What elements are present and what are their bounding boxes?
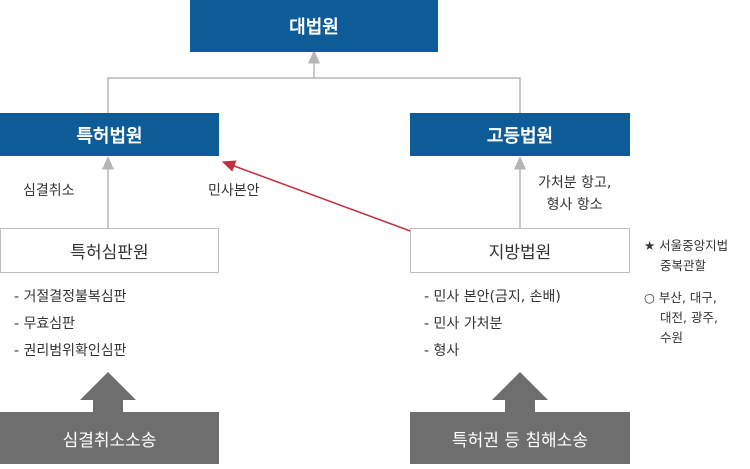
regional-courts-note-line1: ○ 부산, 대구, [644,290,717,305]
high-court-node: 고등법원 [410,113,630,156]
high-appeal-label: 가처분 항고, 형사 항소 [538,172,611,216]
list-item: - 무효심판 [14,316,76,332]
infringement-suit-node: 특허권 등 침해소송 [410,412,630,464]
high-appeal-label-line2: 형사 항소 [546,197,603,213]
patent-tribunal-node: 특허심판원 [0,228,219,273]
district-court-node: 지방법원 [410,228,630,273]
list-item: - 거절결정불복심판 [14,289,127,305]
high-appeal-label-line1: 가처분 항고, [538,175,612,191]
patent-court-node: 특허법원 [0,113,219,156]
trial-suit-up-arrow [80,372,136,412]
trial-suit-node: 심결취소소송 [0,412,219,464]
regional-courts-note: ○ 부산, 대구, 대전, 광주, 수원 [644,288,718,348]
list-item: - 권리범위확인심판 [14,343,127,359]
infringement-suit-up-arrow [492,372,548,412]
tribunal-type-list: - 거절결정불복심판 - 무효심판 - 권리범위확인심판 [14,284,127,365]
seoul-central-note: ★ 서울중앙지법 중복관할 [644,236,728,276]
trial-cancel-label: 심결취소 [23,183,75,199]
district-case-list: - 민사 본안(금지, 손배) - 민사 가처분 - 형사 [424,284,561,365]
list-item: - 민사 가처분 [424,316,503,332]
seoul-central-note-line1: ★ 서울중앙지법 [644,238,729,253]
seoul-central-note-line2: 중복관할 [660,258,707,273]
regional-courts-note-line3: 수원 [660,330,684,345]
district-to-patent-court-red-arrow [221,160,414,233]
list-item: - 형사 [424,343,460,359]
supreme-court-branch-line [107,77,521,113]
list-item: - 민사 본안(금지, 손배) [424,289,561,305]
supreme-court-node: 대법원 [190,0,438,52]
civil-merits-label: 민사본안 [208,183,260,199]
regional-courts-note-line2: 대전, 광주, [660,310,718,325]
